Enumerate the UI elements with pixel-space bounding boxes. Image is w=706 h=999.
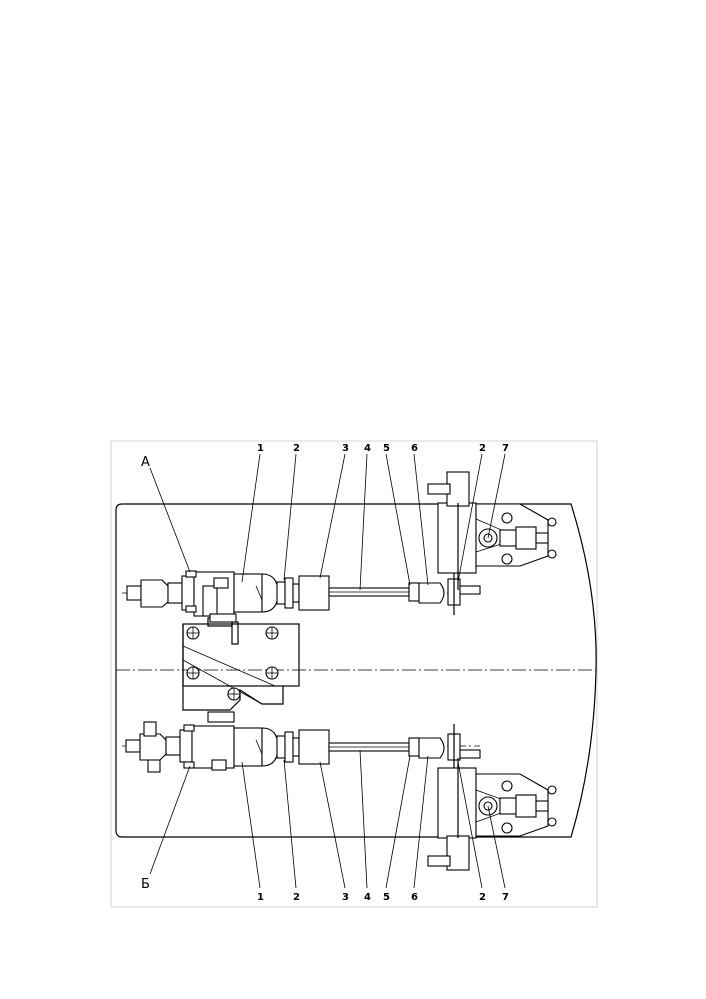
top-label-2: 2 (293, 443, 300, 454)
top-label-5: 5 (383, 443, 390, 454)
bottom-label-6: 6 (411, 892, 418, 903)
bottom-label-2b: 2 (479, 892, 486, 903)
top-label-3: 3 (342, 443, 349, 454)
leaders-top (149, 453, 506, 591)
top-label-2b: 2 (479, 443, 486, 454)
leaders-bottom (149, 749, 506, 889)
top-label-7: 7 (502, 443, 509, 454)
bottom-label-7: 7 (502, 892, 509, 903)
top-labels: 1 2 3 4 5 6 2 7 (257, 443, 509, 454)
bottom-label-1: 1 (257, 892, 264, 903)
bottom-label-4: 4 (364, 892, 371, 903)
lower-brake-assembly (122, 711, 557, 871)
top-label-6: 6 (411, 443, 418, 454)
view-label-b: Б (141, 877, 150, 892)
upper-brake-assembly (122, 471, 557, 623)
bottom-label-3: 3 (342, 892, 349, 903)
central-bracket (182, 617, 300, 711)
bottom-label-5: 5 (383, 892, 390, 903)
chassis-outline (115, 503, 597, 838)
drawing-frame (110, 440, 598, 908)
view-label-a: А (141, 455, 150, 470)
bottom-labels: 1 2 3 4 5 6 2 7 (257, 892, 509, 903)
top-label-4: 4 (364, 443, 371, 454)
top-label-1: 1 (257, 443, 264, 454)
bottom-label-2: 2 (293, 892, 300, 903)
